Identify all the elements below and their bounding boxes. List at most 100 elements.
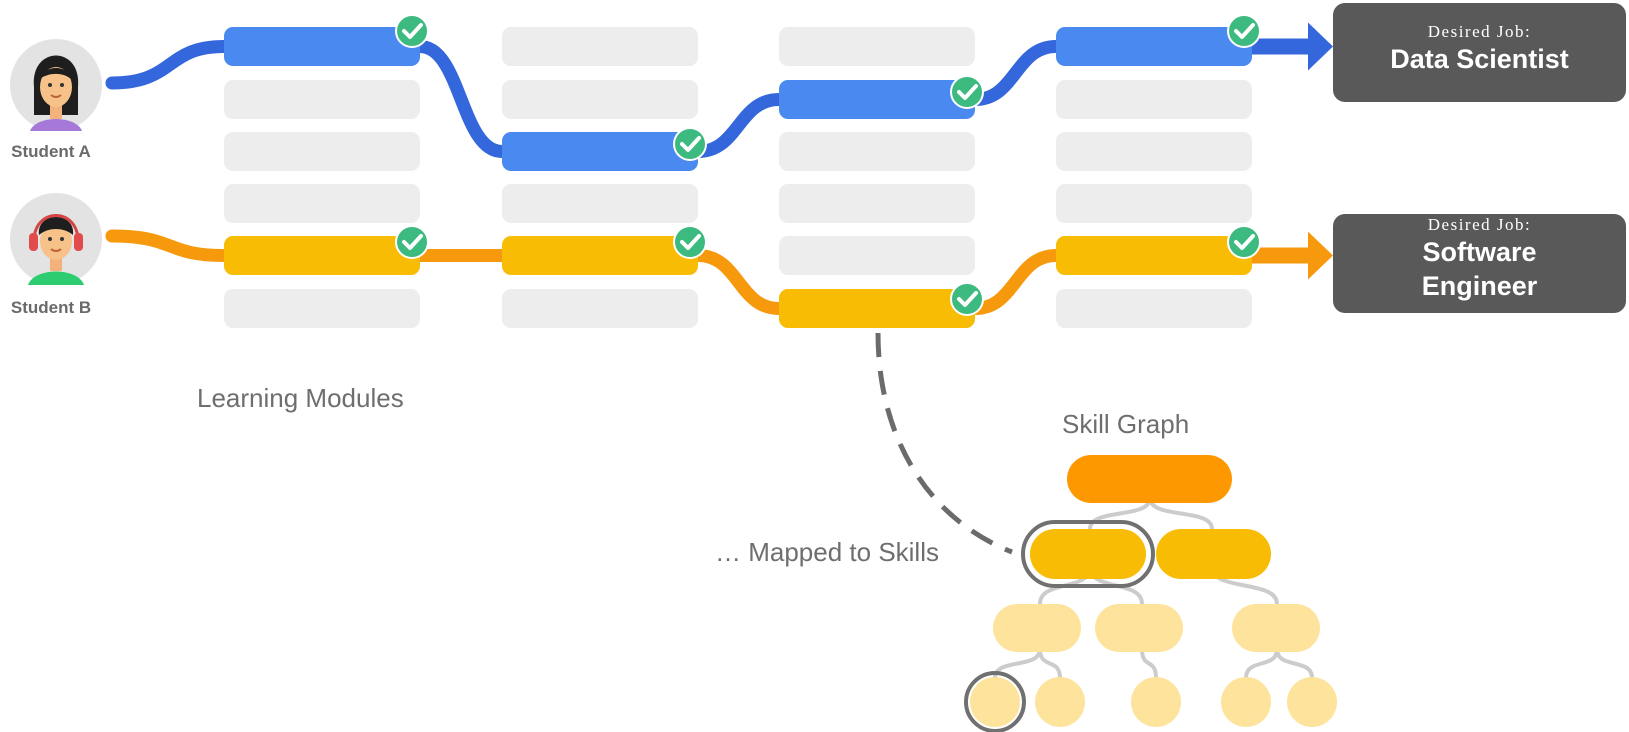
- module-slot: [779, 27, 975, 66]
- check-circle-icon: [1227, 225, 1261, 259]
- skill-node-level2: [1095, 604, 1183, 652]
- mouth: [50, 248, 62, 252]
- skill-connector: [1148, 497, 1214, 530]
- mapping-dashed-connector: [875, 332, 1013, 555]
- headphone-band: [32, 214, 80, 242]
- face: [40, 67, 72, 107]
- skill-node-leaf: [1131, 677, 1181, 727]
- male-student-headphones-icon: [10, 193, 102, 285]
- eye: [60, 83, 64, 87]
- skill-graph: [875, 332, 1337, 732]
- module-completed-student-a: [502, 132, 698, 171]
- check-mark: [402, 234, 423, 250]
- learning-modules-label: Learning Modules: [197, 383, 404, 413]
- arrow-right-icon: [1308, 22, 1333, 71]
- module-slot: [224, 132, 420, 171]
- skill-node-level1: [1156, 529, 1271, 579]
- check-circle-icon: [673, 225, 707, 259]
- arrow-right-icon-shaft: [1252, 38, 1313, 55]
- check-circle-bg: [1227, 225, 1261, 259]
- job-title-line: Data Scientist: [1390, 44, 1569, 74]
- face: [40, 222, 72, 260]
- check-mark: [957, 84, 978, 100]
- check-circle-bg: [395, 225, 429, 259]
- headphone-right: [74, 233, 83, 251]
- skill-connector: [1140, 648, 1158, 679]
- module-completed-student-b: [1056, 236, 1252, 275]
- job-caption: Desired Job:: [1427, 215, 1532, 234]
- skill-node-leaf: [1287, 677, 1337, 727]
- student-a-path: [105, 40, 1259, 158]
- module-slot: [779, 132, 975, 171]
- mouth: [50, 94, 62, 98]
- skill-connector: [1244, 648, 1279, 679]
- module-completed-student-a: [224, 27, 420, 66]
- module-slot: [1056, 80, 1252, 119]
- skill-graph-label: Skill Graph: [1062, 409, 1190, 439]
- module-slot: [779, 184, 975, 223]
- skill-connector: [1275, 648, 1314, 679]
- module-completed-student-b: [502, 236, 698, 275]
- completion-checks: [395, 14, 1261, 316]
- module-slot: [502, 27, 698, 66]
- check-circle-bg: [950, 282, 984, 316]
- check-circle-icon: [950, 282, 984, 316]
- module-slot: [779, 236, 975, 275]
- module-completed-student-b: [224, 236, 420, 275]
- check-mark: [680, 234, 701, 250]
- check-circle-icon: [395, 225, 429, 259]
- job-title-line: Engineer: [1421, 271, 1538, 301]
- module-slot: [1056, 184, 1252, 223]
- shirt: [28, 271, 84, 285]
- module-completed-student-a: [779, 80, 975, 119]
- arrow-right-icon: [1308, 231, 1333, 280]
- module-slot: [224, 184, 420, 223]
- check-circle-icon: [673, 127, 707, 161]
- check-circle-icon: [1227, 14, 1261, 48]
- check-circle-bg: [1227, 14, 1261, 48]
- check-circle-icon: [395, 14, 429, 48]
- check-circle-bg: [950, 75, 984, 109]
- skill-node-leaf: [1035, 677, 1085, 727]
- job-title-line: Software: [1422, 237, 1537, 267]
- hair: [38, 217, 74, 235]
- skill-highlight-ring: [964, 671, 1026, 732]
- check-mark: [957, 291, 978, 307]
- check-circle-bg: [673, 127, 707, 161]
- module-slot: [502, 184, 698, 223]
- module-completed-student-b: [779, 289, 975, 328]
- desired-job-data-scientist: Desired Job: Data Scientist: [1333, 3, 1626, 102]
- module-slot: [224, 80, 420, 119]
- module-slot: [224, 289, 420, 328]
- module-slot: [502, 80, 698, 119]
- skill-node-root: [1067, 455, 1232, 503]
- skill-highlight-ring: [1021, 520, 1155, 588]
- shirt: [30, 119, 82, 131]
- skill-connector: [1038, 648, 1062, 679]
- check-circle-bg: [673, 225, 707, 259]
- check-mark: [680, 136, 701, 152]
- check-mark: [402, 23, 423, 39]
- skill-node-leaf: [1221, 677, 1271, 727]
- bangs: [39, 67, 73, 81]
- skill-node-leaf: [970, 677, 1020, 727]
- student-avatars: [10, 39, 102, 285]
- check-circle-bg: [395, 14, 429, 48]
- eye: [48, 83, 52, 87]
- module-slot: [1056, 132, 1252, 171]
- skill-node-level2: [993, 604, 1081, 652]
- check-mark: [1234, 234, 1255, 250]
- eye: [60, 237, 64, 241]
- check-mark: [1234, 23, 1255, 39]
- check-circle-icon: [950, 75, 984, 109]
- neck: [50, 103, 62, 119]
- job-caption: Desired Job:: [1427, 22, 1532, 41]
- student-b-label: Student B: [10, 298, 92, 317]
- module-completed-student-a: [1056, 27, 1252, 66]
- mapped-to-skills-label: … Mapped to Skills: [715, 537, 939, 567]
- module-slot: [502, 289, 698, 328]
- module-grid: [224, 27, 1252, 328]
- eye: [48, 237, 52, 241]
